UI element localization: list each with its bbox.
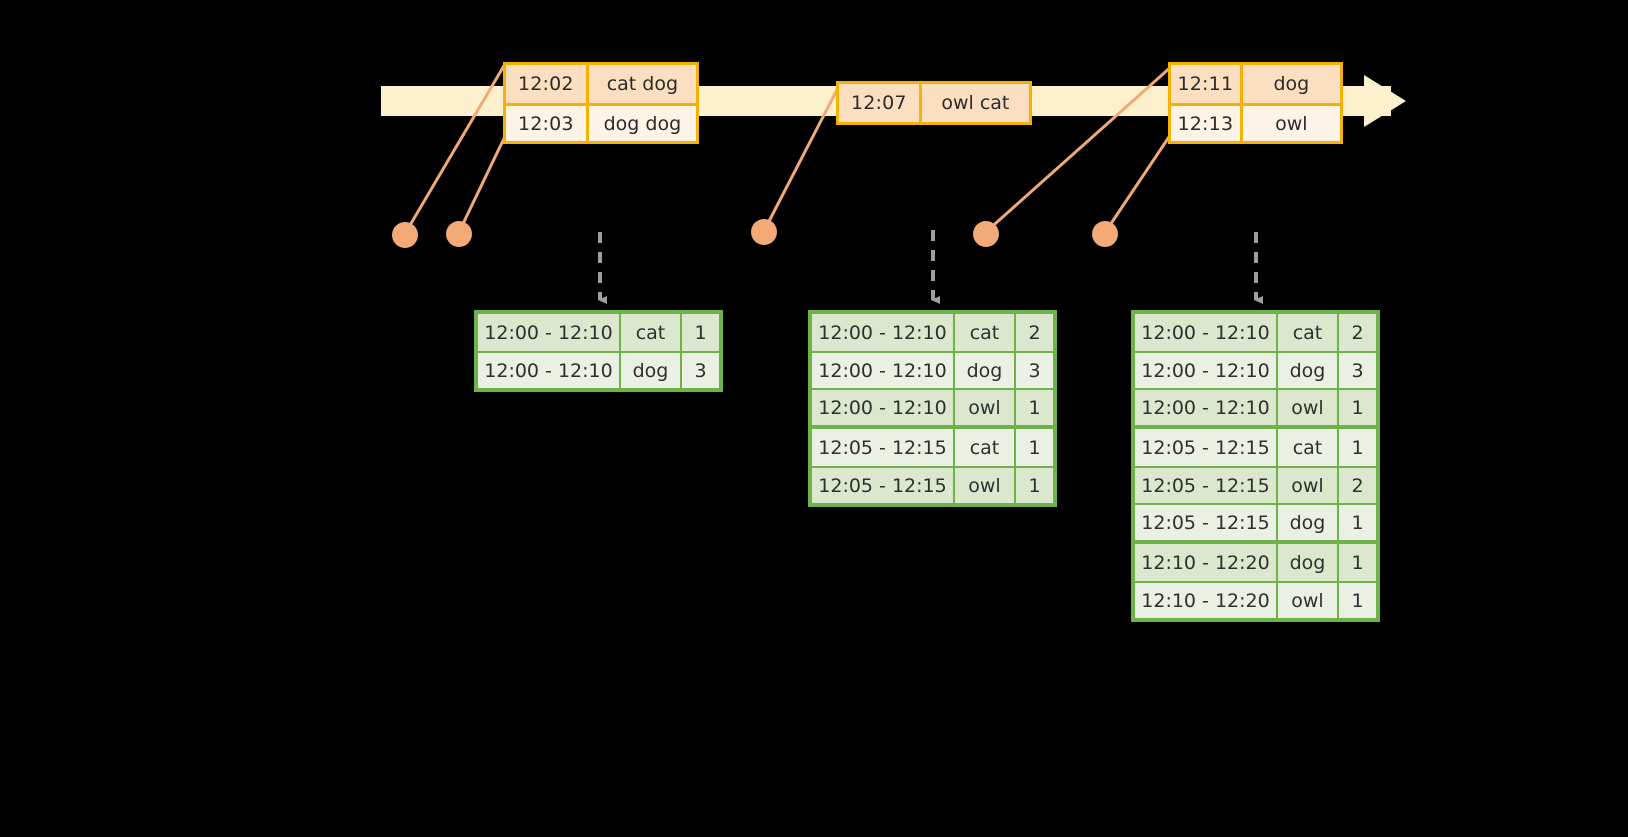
event-timestamp: 12:07 [839, 84, 922, 122]
result-window-cell: 12:05 - 12:15 [1135, 468, 1278, 503]
event-dot-4 [973, 221, 999, 247]
result-count-cell: 3 [1339, 353, 1376, 388]
event-timestamp: 12:03 [506, 106, 589, 141]
result-count-cell: 1 [1016, 390, 1053, 425]
event-dot-2 [446, 221, 472, 247]
result-count-cell: 1 [682, 314, 719, 351]
stream-event-box-1[interactable]: 12:02 cat dog 12:03 dog dog [503, 62, 699, 144]
result-window-cell: 12:05 - 12:15 [1135, 505, 1278, 540]
stream-event-box-2[interactable]: 12:07 owl cat [836, 81, 1032, 125]
result-word-cell: cat [955, 314, 1016, 351]
result-window-cell: 12:05 - 12:15 [812, 468, 955, 503]
result-count-cell: 2 [1016, 314, 1053, 351]
result-count-cell: 1 [1339, 544, 1376, 581]
result-count-cell: 1 [1016, 468, 1053, 503]
result-count-cell: 1 [1339, 583, 1376, 618]
result-count-cell: 3 [682, 353, 719, 388]
stream-event-row: 12:11 dog [1171, 65, 1340, 103]
event-words: dog [1242, 65, 1340, 103]
event-words: dog dog [588, 106, 696, 141]
result-window-cell: 12:00 - 12:10 [812, 314, 955, 351]
result-count-cell: 1 [1339, 390, 1376, 425]
result-word-cell: cat [1278, 314, 1339, 351]
result-window-cell: 12:05 - 12:15 [812, 429, 955, 466]
result-word-cell: owl [1278, 583, 1339, 618]
result-word-cell: owl [955, 468, 1016, 503]
result-window-cell: 12:00 - 12:10 [478, 353, 621, 388]
result-window-cell: 12:10 - 12:20 [1135, 544, 1278, 581]
event-dots [392, 219, 1118, 248]
result-window-cell: 12:00 - 12:10 [1135, 314, 1278, 351]
stream-event-box-3[interactable]: 12:11 dog 12:13 owl [1168, 62, 1343, 144]
trigger-arrows [598, 230, 1263, 304]
event-words: owl [1242, 106, 1340, 141]
stream-event-row: 12:13 owl [1171, 103, 1340, 141]
event-dot-5 [1092, 221, 1118, 247]
result-word-cell: owl [1278, 390, 1339, 425]
result-word-cell: cat [621, 314, 682, 351]
stream-event-row: 12:03 dog dog [506, 103, 696, 141]
event-dot-3 [751, 219, 777, 245]
stream-event-row: 12:07 owl cat [839, 84, 1029, 122]
result-word-cell: dog [955, 353, 1016, 388]
result-count-cell: 1 [1339, 505, 1376, 540]
result-word-cell: owl [1278, 468, 1339, 503]
event-timestamp: 12:02 [506, 65, 589, 103]
time-axis-arrowhead [1364, 75, 1406, 127]
result-count-cell: 2 [1339, 314, 1376, 351]
result-count-cell: 1 [1016, 429, 1053, 466]
result-window-cell: 12:00 - 12:10 [812, 390, 955, 425]
stream-event-row: 12:02 cat dog [506, 65, 696, 103]
result-window-cell: 12:00 - 12:10 [478, 314, 621, 351]
result-window-cell: 12:00 - 12:10 [812, 353, 955, 388]
result-count-cell: 1 [1339, 429, 1376, 466]
result-word-cell: dog [621, 353, 682, 388]
event-timestamp: 12:13 [1171, 106, 1243, 141]
result-word-cell: owl [955, 390, 1016, 425]
result-window-cell: 12:00 - 12:10 [1135, 353, 1278, 388]
result-word-cell: dog [1278, 353, 1339, 388]
result-word-cell: cat [1278, 429, 1339, 466]
result-word-cell: cat [955, 429, 1016, 466]
result-word-cell: dog [1278, 544, 1339, 581]
result-window-cell: 12:05 - 12:15 [1135, 429, 1278, 466]
result-count-cell: 2 [1339, 468, 1376, 503]
event-words: cat dog [588, 65, 696, 103]
event-timestamp: 12:11 [1171, 65, 1243, 103]
result-word-cell: dog [1278, 505, 1339, 540]
result-window-cell: 12:10 - 12:20 [1135, 583, 1278, 618]
result-count-cell: 3 [1016, 353, 1053, 388]
connector-line-5 [1104, 127, 1177, 232]
event-words: owl cat [921, 84, 1029, 122]
event-dot-1 [392, 222, 418, 248]
result-window-cell: 12:00 - 12:10 [1135, 390, 1278, 425]
connector-line-2 [458, 127, 511, 231]
